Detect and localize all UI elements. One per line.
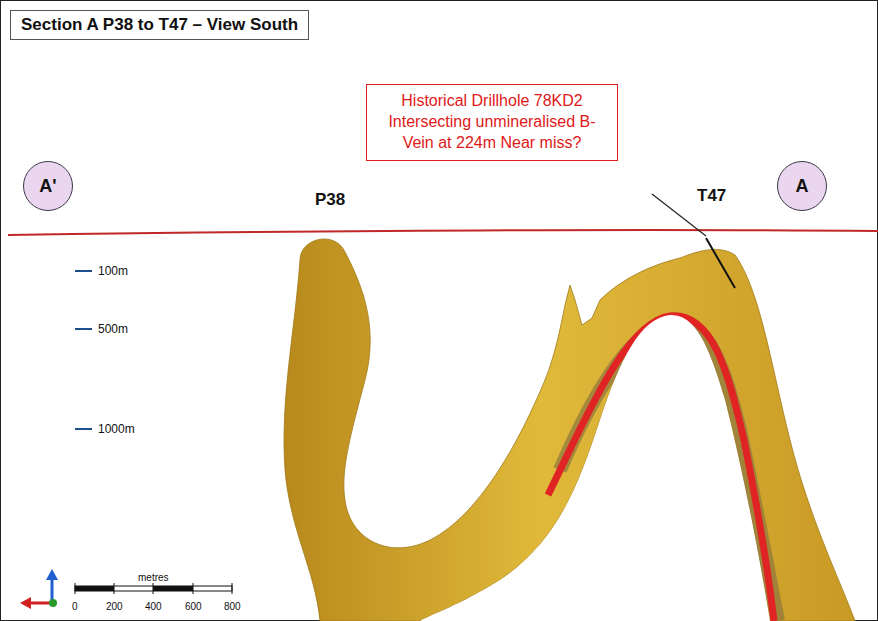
site-label: P38 — [315, 190, 345, 210]
scale-tick — [193, 583, 194, 594]
callout-text: Historical Drillhole 78KD2 Intersecting … — [375, 91, 609, 153]
depth-label: 100m — [98, 264, 128, 278]
marker-label: A — [796, 176, 809, 197]
scale-tick — [153, 583, 154, 594]
vein-mask — [420, 315, 770, 621]
section-end-marker: A' — [23, 161, 73, 211]
axis-up-head — [46, 569, 58, 580]
axis-up — [51, 576, 54, 603]
scale-number: 0 — [72, 601, 78, 612]
depth-tick — [75, 328, 92, 330]
scale-tick — [232, 583, 233, 594]
scale-number: 800 — [224, 601, 241, 612]
scale-number: 400 — [145, 601, 162, 612]
scale-unit: metres — [138, 572, 169, 583]
scale-seg — [75, 586, 114, 591]
scale-seg — [153, 586, 193, 591]
scale-tick — [75, 583, 76, 594]
ground-surface — [8, 230, 878, 235]
scale-tick — [114, 583, 115, 594]
depth-label: 1000m — [98, 422, 135, 436]
axis-left — [28, 602, 52, 605]
drillhole-trace — [706, 238, 735, 288]
scale-number: 200 — [106, 601, 123, 612]
site-label: T47 — [697, 186, 726, 206]
depth-label: 500m — [98, 322, 128, 336]
vein-body — [284, 239, 855, 621]
callout-box: Historical Drillhole 78KD2 Intersecting … — [366, 84, 618, 161]
section-title: Section A P38 to T47 – View South — [10, 10, 309, 40]
depth-tick — [75, 270, 92, 272]
section-end-marker: A — [777, 161, 827, 211]
axis-left-head — [20, 597, 31, 609]
scale-number: 600 — [185, 601, 202, 612]
axis-dot — [49, 599, 57, 607]
depth-tick — [75, 428, 92, 430]
marker-label: A' — [39, 176, 56, 197]
